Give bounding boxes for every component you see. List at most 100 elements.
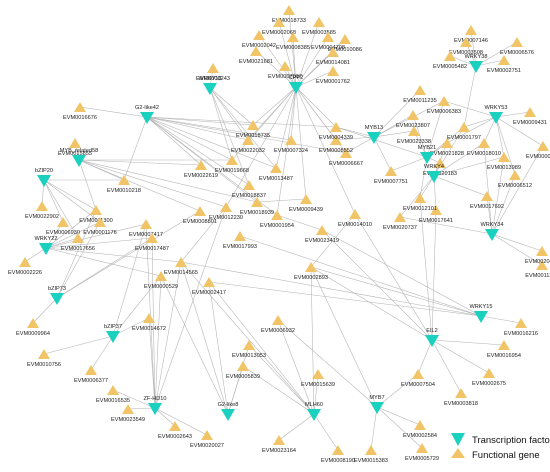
gene-node: EVM0002042: [242, 30, 276, 49]
gene-marker: [220, 202, 232, 212]
edge-G2like42-g13487: [146, 116, 277, 169]
gene-node: EVM0013989: [487, 152, 521, 171]
gene-node: EVM0018010: [467, 138, 501, 157]
gene-marker: [465, 25, 477, 35]
gene-node: EVM0004339: [319, 122, 353, 141]
tf-label: WRKY13: [198, 76, 221, 82]
gene-node: EVM0020027: [190, 430, 224, 449]
tf-marker: [469, 61, 483, 73]
gene-marker: [483, 368, 495, 378]
tf-node: MYB_related58: [60, 148, 98, 167]
edge-CPP2-g12230: [225, 86, 297, 208]
edge-G2like42-g16676: [79, 106, 148, 118]
gene-label: EVM0020660: [525, 259, 550, 265]
gene-marker: [85, 365, 97, 375]
gene-node: EVM0002226: [8, 257, 42, 276]
gene-marker: [414, 420, 426, 430]
tf-label: G2-like42: [135, 105, 159, 111]
gene-marker: [455, 388, 467, 398]
edge-G2like8-g02417: [208, 281, 229, 415]
edge-g01954-g23419: [276, 214, 323, 231]
gene-node: EVM0017692: [470, 191, 504, 210]
tf-marker: [106, 331, 120, 343]
edge-CPP2-g04708: [295, 36, 329, 88]
gene-node: EVM0000742: [526, 141, 550, 160]
gene-node: EVM0002751: [487, 55, 521, 74]
gene-node: EVM0017487: [135, 233, 169, 252]
edge-CPP2-g14010: [295, 86, 356, 215]
gene-node: EVM0021828: [430, 138, 464, 157]
edge-bZIP37-g10756: [43, 335, 114, 355]
gene-label: EVM0007504: [401, 382, 435, 388]
gene-marker: [195, 160, 207, 170]
gene-marker: [322, 32, 334, 42]
gene-node: EVM0021681: [239, 46, 273, 65]
gene-node: EVM0018735: [236, 120, 270, 139]
gene-label: EVM0020183: [423, 171, 457, 177]
gene-marker: [305, 262, 317, 272]
gene-marker: [340, 148, 352, 158]
gene-marker: [237, 361, 249, 371]
tf-label: CPP2: [289, 75, 304, 81]
gene-marker: [498, 55, 510, 65]
gene-marker: [19, 257, 31, 267]
gene-node: EVM0008385: [276, 32, 310, 51]
gene-marker: [327, 47, 339, 57]
tf-marker: [140, 112, 154, 124]
tf-label: MYB13: [365, 125, 383, 131]
gene-marker: [408, 126, 420, 136]
gene-marker: [330, 122, 342, 132]
gene-label: EVM0004339: [319, 135, 353, 141]
edge-MYB7-g05729: [376, 406, 423, 449]
gene-node: EVM0011300: [79, 205, 113, 224]
edge-EIL2-g17641: [431, 209, 437, 341]
edge-WRKY38-g01797: [463, 65, 477, 128]
gene-node: EVM0010218: [107, 175, 141, 194]
gene-marker: [247, 120, 259, 130]
gene-marker: [271, 210, 283, 220]
gene-node: EVM0009964: [16, 318, 50, 337]
gene-marker: [287, 32, 299, 42]
gene-label: EVM0007324: [274, 148, 308, 154]
gene-marker: [272, 315, 284, 325]
gene-marker: [515, 318, 527, 328]
legend: Transcription factor Functional gene: [451, 433, 550, 461]
edge-CPP2-g04339: [295, 86, 337, 128]
edge-MYB13-g11235: [373, 89, 421, 138]
edge-MYB13-g07751: [373, 136, 392, 172]
gene-node: EVM0018733: [272, 5, 306, 24]
gene-marker: [537, 141, 549, 151]
edge-CPP2-g02068: [278, 21, 297, 88]
gene-marker: [349, 209, 361, 219]
edge-bZIP37-g14672: [112, 317, 150, 337]
edge-WRKY15-g02417: [208, 281, 482, 317]
edge-MYB13-g06667: [345, 136, 375, 154]
tf-node: MYB7: [369, 395, 385, 414]
tf-node: CPP2: [289, 75, 304, 94]
edge-bZIP20-g06930: [43, 179, 64, 223]
gene-label: EVM0018733: [272, 18, 306, 24]
gene-label: EVM0023338: [397, 139, 431, 145]
gene-node: EVM0002643: [158, 421, 192, 440]
edge-MLH60-g06932: [277, 319, 315, 415]
edge-G2like42-g18939: [146, 116, 258, 203]
gene-marker: [273, 435, 285, 445]
edge-WRKY22-g11300: [45, 209, 97, 249]
gene-label: EVM0001762: [316, 79, 350, 85]
edge-WRKY34-g13989: [491, 156, 505, 235]
gene-node: EVM0019668: [215, 155, 249, 174]
gene-label: EVM0013487: [259, 176, 293, 182]
edge-MYB7-g02584: [376, 406, 421, 426]
edge-G2like8-g14565: [180, 261, 229, 415]
gene-label: EVM0010218: [107, 188, 141, 194]
gene-marker: [203, 277, 215, 287]
gene-label: EVM0002226: [8, 270, 42, 276]
edge-MYBr58-g22619: [78, 159, 202, 166]
edge-WRKY53-g13989: [495, 116, 505, 158]
gene-node: EVM0009431: [513, 107, 547, 126]
gene-marker: [253, 30, 265, 40]
gene-marker: [339, 34, 351, 44]
gene-node: EVM0018939: [240, 197, 274, 216]
tf-node: MYB21: [418, 145, 436, 164]
gene-label: EVM0007007: [268, 74, 302, 80]
